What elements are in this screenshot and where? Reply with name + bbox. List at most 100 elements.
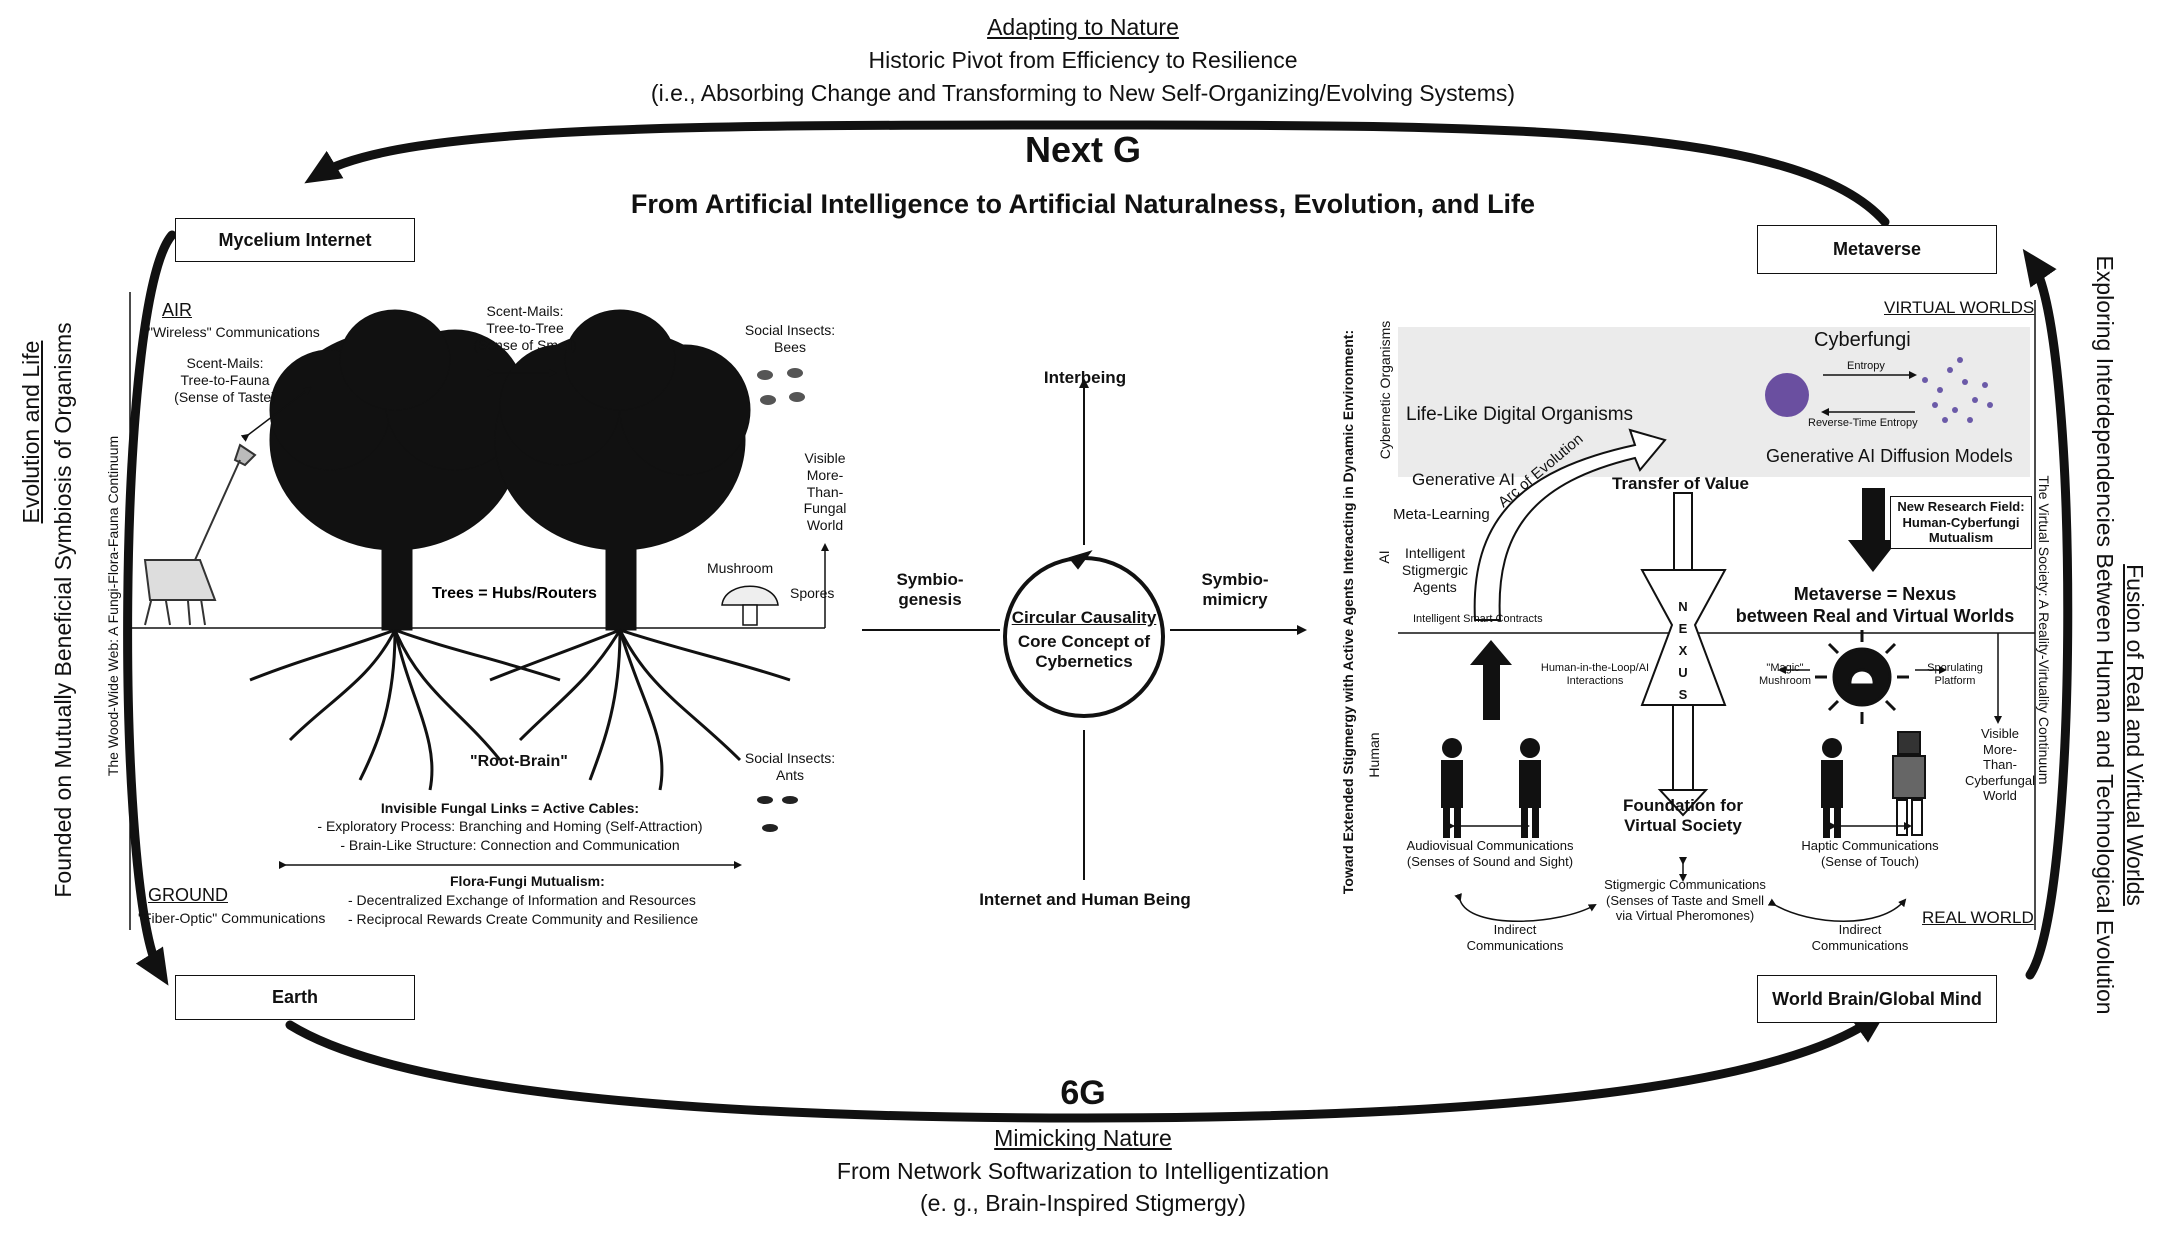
reverse-entropy-label: Reverse-Time Entropy — [1808, 417, 1918, 429]
nexus-letters: N E X U S — [1673, 596, 1693, 706]
hitl-label: Human-in-the-Loop/AI Interactions — [1540, 662, 1650, 688]
cyberfungi-label: Cyberfungi — [1814, 329, 1911, 351]
center-cybernetics — [862, 378, 1307, 880]
ants-label: Social Insects: Ants — [744, 750, 836, 783]
intelligent-agents-label: Intelligent Stigmergic Agents — [1401, 545, 1469, 595]
metaverse-box: Metaverse — [1757, 225, 1997, 274]
left-arc-arrow — [123, 230, 177, 986]
audiovisual-label: Audiovisual Communications (Senses of So… — [1406, 838, 1574, 869]
virtual-region-bg — [1398, 327, 2030, 477]
left-panel-arrows — [240, 369, 829, 869]
bees-graphic — [757, 368, 805, 405]
symbiomimicry-label: Symbio- mimicry — [1201, 570, 1269, 610]
bottom-line-2: (e. g., Brain-Inspired Stigmergy) — [920, 1190, 1246, 1216]
mushroom-label: Mushroom — [707, 560, 774, 576]
smart-contracts-label: Intelligent Smart Contracts — [1413, 613, 1543, 625]
air-label: AIR — [162, 300, 193, 320]
wood-wide-web-label: The Wood-Wide Web: A Fungi-Flora-Fauna C… — [105, 435, 121, 777]
world-brain-box: World Brain/Global Mind — [1757, 975, 1997, 1023]
ants-graphic — [757, 796, 798, 832]
nexus-hourglass — [1640, 492, 1727, 817]
mutualism-2: - Reciprocal Rewards Create Community an… — [348, 911, 699, 927]
root-brain-label: "Root-Brain" — [470, 753, 568, 770]
generative-ai-label: Generative AI — [1412, 470, 1516, 489]
transfer-of-value-label: Transfer of Value — [1612, 474, 1749, 493]
outer-cycle-arrows — [123, 120, 2073, 1123]
foundation-label: Foundation for Virtual Society — [1623, 796, 1743, 836]
top-arc-arrow — [304, 120, 1890, 227]
cybernetics-label: Core Concept of Cybernetics — [1017, 632, 1151, 672]
bottom-heading: Mimicking Nature — [994, 1125, 1172, 1151]
left-side-line: Founded on Mutually Beneficial Symbiosis… — [50, 322, 76, 898]
top-line-2: (i.e., Absorbing Change and Transforming… — [650, 80, 1516, 106]
magic-mushroom-label: "Magic" Mushroom — [1759, 662, 1811, 688]
scent-tree-label: Scent-Mails: Tree-to-Tree (Sense of Smel… — [473, 303, 577, 353]
meta-learning-label: Meta-Learning — [1393, 506, 1490, 523]
bees-label: Social Insects: Bees — [744, 322, 836, 355]
arc-of-evolution-arrow — [1473, 428, 1667, 621]
visible-fungal-world-label: Visible More- Than- Fungal World — [803, 450, 847, 534]
fungal-link-1: - Exploratory Process: Branching and Hom… — [317, 818, 703, 834]
internet-human-label: Internet and Human Being — [979, 890, 1191, 909]
right-side-heading: Fusion of Real and Virtual Worlds — [2122, 564, 2148, 906]
bottom-arc-arrow — [285, 1008, 1889, 1123]
bottom-line-1: From Network Softwarization to Intellige… — [836, 1158, 1330, 1184]
fungal-link-2: - Brain-Like Structure: Connection and C… — [340, 837, 680, 853]
mutualism-1: - Decentralized Exchange of Information … — [348, 892, 696, 908]
mutualism-title: Flora-Fungi Mutualism: — [450, 873, 605, 889]
right-panel-frame — [1398, 300, 2036, 930]
circular-causality-label: Circular Causality — [1011, 608, 1157, 627]
top-heading: Adapting to Nature — [987, 14, 1179, 40]
cybernetic-organisms-label: Cybernetic Organisms — [1377, 320, 1393, 460]
robot-graphic — [1892, 731, 1926, 836]
interbeing-label: Interbeing — [1043, 368, 1127, 387]
next-g-title: Next G — [1024, 129, 1142, 170]
air-sub: "Wireless" Communications — [148, 324, 320, 340]
nexus-letter: N — [1678, 599, 1688, 614]
indirect-right-label: Indirect Communications — [1811, 922, 1909, 953]
virtual-worlds-label: VIRTUAL WORLDS — [1884, 298, 2035, 317]
nexus-letter: X — [1678, 643, 1688, 658]
visible-cyberfungal-label: Visible More- Than- Cyberfungal World — [1964, 726, 2036, 804]
haptic-label: Haptic Communications (Sense of Touch) — [1801, 838, 1939, 869]
stigmergic-label: Stigmergic Communications (Senses of Tas… — [1604, 877, 1766, 924]
right-arc-arrow — [2022, 248, 2073, 980]
right-panel-arrows — [1447, 633, 2002, 922]
scent-fauna-label: Scent-Mails: Tree-to-Fauna (Sense of Tas… — [174, 355, 276, 405]
right-side-line: Exploring Interdependencies Between Huma… — [2092, 255, 2118, 1015]
next-g-subtitle: From Artificial Intelligence to Artifici… — [630, 189, 1536, 219]
ground-label: GROUND — [148, 885, 228, 905]
spores-label: Spores — [790, 585, 835, 601]
nexus-letter: E — [1678, 621, 1688, 636]
tree-right-graphic — [489, 309, 791, 791]
ground-sub: "Fiber-Optic" Communications — [138, 910, 326, 926]
mushroom-graphic — [721, 585, 779, 626]
entropy-arrows — [1821, 371, 1917, 416]
nexus-letter: S — [1678, 687, 1688, 702]
cyberfungi-icons — [1765, 357, 1993, 423]
symbiogenesis-label: Symbio- genesis — [896, 570, 964, 610]
giraffe-graphic — [143, 443, 257, 626]
left-side-heading: Evolution and Life — [18, 340, 44, 524]
indirect-left-label: Indirect Communications — [1466, 922, 1564, 953]
fungal-links-title: Invisible Fungal Links = Active Cables: — [380, 800, 640, 816]
mycelium-internet-box: Mycelium Internet — [175, 218, 415, 262]
nexus-letter: U — [1678, 665, 1688, 680]
left-panel-frame — [129, 292, 825, 930]
entropy-label: Entropy — [1847, 360, 1885, 372]
top-line-1: Historic Pivot from Efficiency to Resili… — [868, 47, 1298, 73]
extended-stigmergy-label: Toward Extended Stigmergy with Active Ag… — [1340, 329, 1356, 895]
trees-hubs-label: Trees = Hubs/Routers — [430, 584, 599, 604]
human-axis-label: Human — [1366, 732, 1382, 778]
sporulating-sun — [1815, 630, 1909, 724]
life-like-label: Life-Like Digital Organisms — [1406, 404, 1634, 425]
earth-box: Earth — [175, 975, 415, 1020]
metaverse-nexus-label: Metaverse = Nexus between Real and Virtu… — [1735, 584, 2015, 626]
sporulating-label: Sporulating Platform — [1927, 662, 1983, 688]
real-world-label: REAL WORLD — [1922, 908, 2034, 927]
6g-title: 6G — [1060, 1074, 1106, 1112]
diffusion-label: Generative AI Diffusion Models — [1766, 446, 2013, 466]
new-research-field-box: New Research Field: Human-Cyberfungi Mut… — [1890, 496, 2032, 549]
big-arrows — [1470, 488, 1898, 720]
